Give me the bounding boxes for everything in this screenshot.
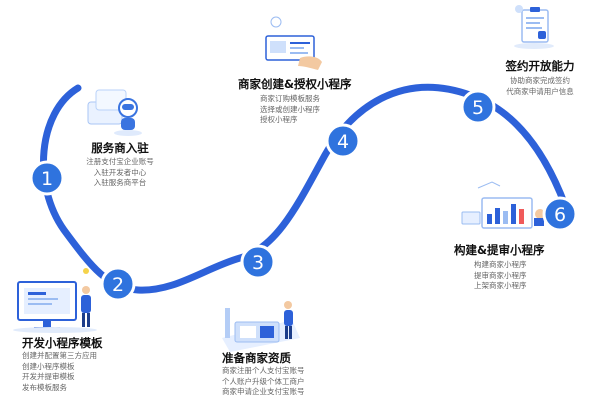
contract-clipboard-icon: [514, 5, 554, 49]
step-2-line: 创建并配置第三方应用: [22, 351, 97, 360]
step-number: 3: [252, 252, 264, 274]
step-2-line: 创建小程序模板: [22, 361, 75, 371]
step-3-line: 个人账户升级个体工商户: [222, 376, 305, 386]
analytics-dashboard-icon: [461, 181, 545, 229]
step-4-line: 商家订购模板服务: [260, 94, 320, 103]
step-3-title: 准备商家资质: [222, 351, 291, 365]
step-5-line: 代商家申请用户信息: [506, 86, 574, 96]
step-circle: [542, 196, 578, 232]
step-3-line: 商家申请企业支付宝账号: [222, 387, 305, 396]
step-circle: [29, 160, 65, 196]
step-6-marker: 6: [542, 196, 578, 232]
step-1-line: 注册支付宝企业账号: [86, 157, 154, 166]
step-number: 2: [112, 274, 124, 296]
step-1-marker: 1: [29, 160, 65, 196]
step-4-line: 选择或创建小程序: [260, 104, 320, 114]
step-number: 5: [472, 97, 484, 119]
step-6-line: 提审商家小程序: [474, 270, 527, 280]
step-3-desc: 商家注册个人支付宝账号 个人账户升级个体工商户 商家申请企业支付宝账号: [222, 366, 305, 398]
step-5-desc: 协助商家完成签约 代商家申请用户信息: [490, 76, 590, 97]
step-number: 1: [41, 168, 53, 190]
robot-support-icon: [87, 89, 142, 136]
step-1-title: 服务商入驻: [91, 141, 149, 155]
step-2-line: 发布模板服务: [22, 382, 67, 392]
step-4-line: 授权小程序: [260, 115, 298, 124]
step-6-line: 上架商家小程序: [474, 281, 527, 290]
step-6-title: 构建&提审小程序: [454, 243, 545, 257]
step-circle: [325, 123, 361, 159]
step-3-line: 商家注册个人支付宝账号: [222, 366, 305, 375]
step-3-marker: 3: [240, 244, 276, 280]
step-4-marker: 4: [325, 123, 361, 159]
step-number: 6: [554, 204, 566, 226]
step-2-title: 开发小程序模板: [22, 336, 103, 350]
step-6-line: 构建商家小程序: [474, 260, 527, 269]
step-1-desc: 注册支付宝企业账号 入驻开发者中心 入驻服务商平台: [70, 157, 170, 189]
step-4-title: 商家创建&授权小程序: [238, 77, 352, 91]
step-circle: [100, 266, 136, 302]
step-circle: [240, 244, 276, 280]
step-1-line: 入驻服务商平台: [93, 178, 147, 187]
step-2-line: 开发并提审模板: [22, 372, 75, 381]
step-4-desc: 商家订购模板服务 选择或创建小程序 授权小程序: [260, 94, 320, 126]
step-2-marker: 2: [100, 266, 136, 302]
step-circle: [460, 89, 496, 125]
step-5-line: 协助商家完成签约: [510, 76, 570, 85]
step-6-desc: 构建商家小程序 提审商家小程序 上架商家小程序: [474, 260, 527, 292]
step-5-title: 签约开放能力: [505, 59, 575, 73]
monitor-developer-icon: [13, 268, 97, 333]
id-card-hand-icon: [265, 16, 322, 70]
step-number: 4: [337, 131, 349, 153]
step-5-marker: 5: [460, 89, 496, 125]
step-2-desc: 创建并配置第三方应用 创建小程序模板 开发并提审模板 发布模板服务: [22, 351, 97, 393]
step-1-line: 入驻开发者中心: [93, 167, 147, 177]
merchant-desk-icon: [222, 301, 300, 352]
